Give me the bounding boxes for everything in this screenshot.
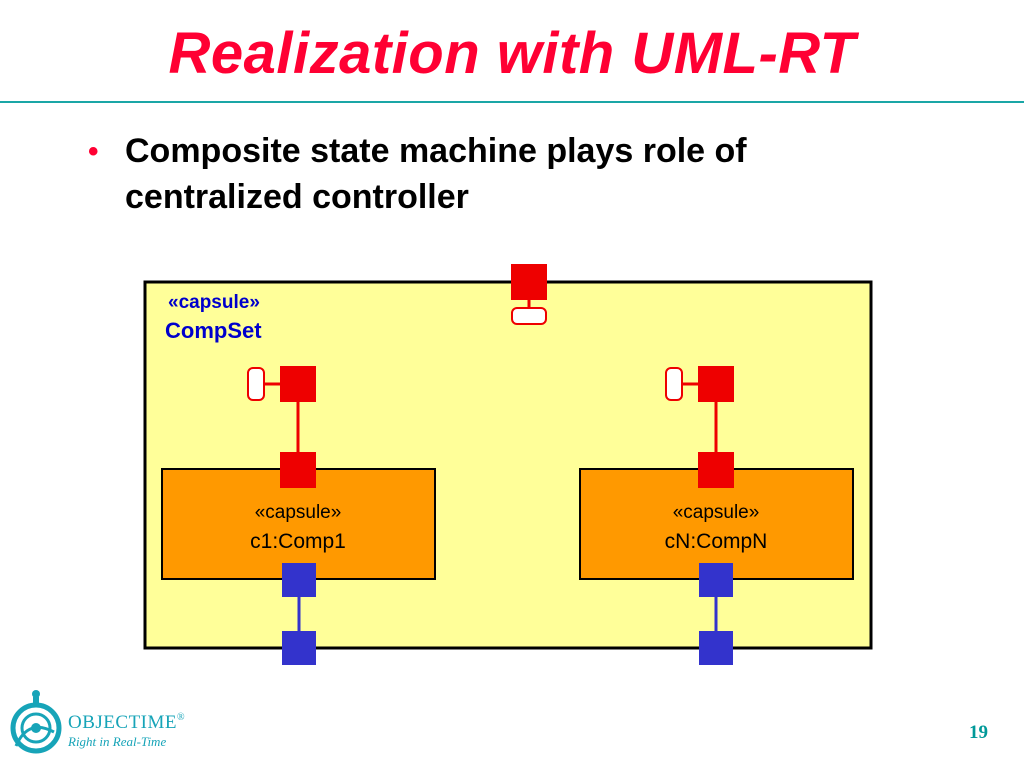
title-divider bbox=[0, 101, 1024, 103]
bullet-text: Composite state machine plays role of ce… bbox=[125, 132, 747, 216]
logo-registered-mark: ® bbox=[177, 712, 186, 723]
stopwatch-icon bbox=[10, 690, 62, 754]
slide-title: Realization with UML-RT bbox=[168, 21, 856, 86]
logo-name-text: OBJECTIME bbox=[68, 712, 177, 733]
cn-blue-port bbox=[699, 563, 733, 597]
logo-tagline: Right in Real-Time bbox=[68, 734, 167, 749]
outer-capsule-stereotype: «capsule» bbox=[168, 292, 260, 313]
component-c1-stereotype: «capsule» bbox=[255, 502, 342, 523]
c1-internal-port bbox=[280, 366, 316, 402]
component-cn-name: cN:CompN bbox=[665, 530, 768, 553]
cn-internal-end-port bbox=[665, 367, 683, 401]
c1-control-port bbox=[280, 452, 316, 488]
outer-capsule-compset bbox=[143, 280, 873, 650]
objectime-logo: OBJECTIME® Right in Real-Time bbox=[8, 688, 208, 762]
bullet-marker: • bbox=[88, 135, 99, 168]
outer-top-port bbox=[511, 264, 547, 300]
outer-top-end-port bbox=[511, 307, 547, 325]
cn-external-blue-port bbox=[699, 631, 733, 665]
cn-internal-port bbox=[698, 366, 734, 402]
outer-capsule-name: CompSet bbox=[165, 318, 262, 343]
c1-blue-port bbox=[282, 563, 316, 597]
component-c1-name: c1:Comp1 bbox=[250, 530, 346, 553]
cn-control-port bbox=[698, 452, 734, 488]
c1-internal-end-port bbox=[247, 367, 265, 401]
page-number: 19 bbox=[969, 722, 988, 743]
component-cn-stereotype: «capsule» bbox=[673, 502, 760, 523]
c1-external-blue-port bbox=[282, 631, 316, 665]
logo-wordmark: OBJECTIME® bbox=[68, 712, 185, 734]
